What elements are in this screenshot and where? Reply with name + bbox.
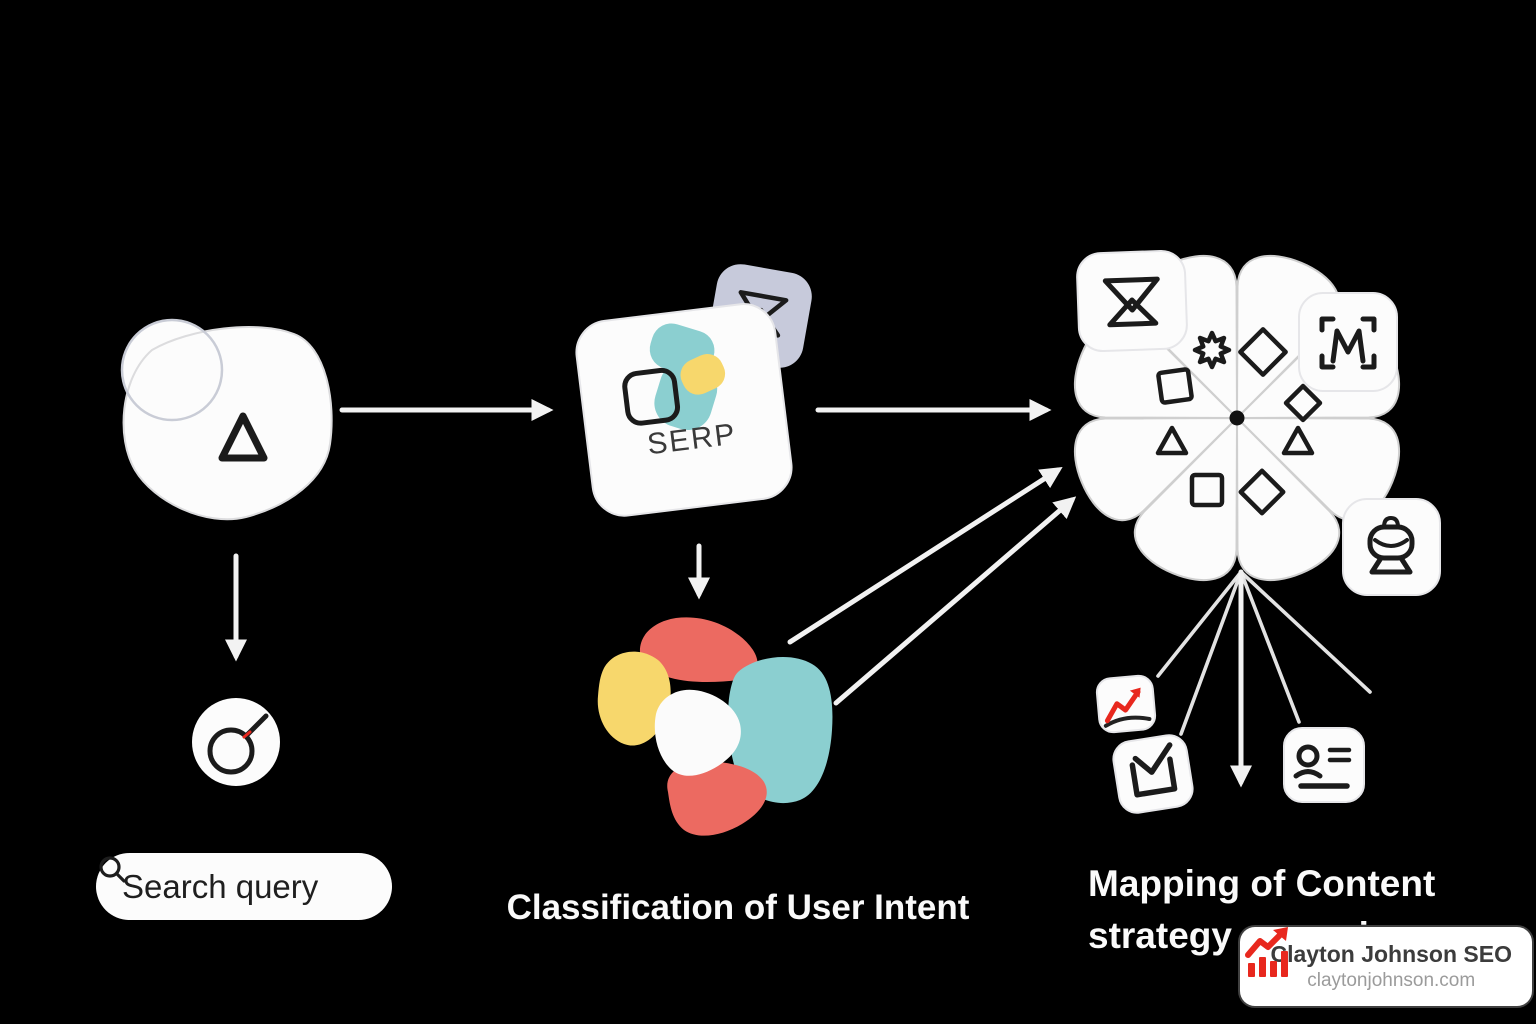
growth-chart-badge (1095, 674, 1157, 734)
brand-card[interactable]: Clayton Johnson SEO claytonjohnson.com (1240, 927, 1532, 1006)
magnifier-icon (99, 856, 126, 883)
mapping-fan-lines (1156, 569, 1372, 788)
caption-mapping: Mapping of Content strategymapping (1088, 858, 1536, 962)
pointer-circle-icon (192, 698, 280, 786)
intent-cluster-shapes (597, 617, 833, 836)
growth-chart-icon (1103, 687, 1152, 728)
arrow-intent-to-mapping-2 (833, 496, 1077, 706)
intent-blob-red-bottom (667, 761, 767, 836)
scan-frame-m-icon (1319, 316, 1377, 370)
petal-wheel (1060, 241, 1414, 595)
mail-check-badge (1112, 734, 1194, 814)
diamond-icon (1238, 468, 1286, 516)
contact-card-icon (1293, 744, 1352, 789)
caption-mapping-line1: Mapping of Content (1088, 863, 1436, 904)
search-query-label: Search query (122, 867, 319, 905)
frame-square-icon (622, 367, 681, 426)
triangle-icon (1281, 425, 1315, 456)
brand-domain: claytonjohnson.com (1307, 970, 1476, 991)
growth-chart-icon (1245, 927, 1288, 977)
square-icon (1156, 367, 1194, 405)
triangle-icon (1155, 425, 1189, 456)
yellow-blob-icon (680, 353, 726, 395)
rounded-triangle-icon (218, 412, 268, 462)
webcam-icon (1367, 516, 1415, 575)
flow-arrows (224, 398, 1077, 706)
intent-blob-white (654, 689, 741, 776)
brand-text: Clayton Johnson SEO claytonjohnson.com (1270, 941, 1512, 992)
diamond-icon (1283, 383, 1323, 423)
brand-name: Clayton Johnson SEO (1270, 941, 1512, 967)
blob-cluster-icon (122, 326, 333, 521)
arrow-intent-to-mapping-1 (787, 467, 1063, 645)
wheel-center-dot (1229, 410, 1245, 426)
envelope-badge (1076, 249, 1188, 353)
webcam-badge (1342, 498, 1441, 596)
petal-icons (1155, 327, 1323, 516)
scan-frame-m-badge (1298, 292, 1398, 392)
intent-blob-teal (728, 657, 833, 804)
intent-blob-yellow (597, 651, 671, 746)
diamond-icon (1238, 327, 1288, 377)
caption-classification: Classification of User Intent (506, 888, 970, 927)
intent-blob-red-top (639, 617, 758, 683)
square-icon (1189, 472, 1225, 508)
caption-word-strategy: strategy (1088, 915, 1232, 956)
mail-check-icon (1129, 742, 1178, 798)
serp-card (575, 303, 793, 517)
search-query-pill[interactable]: Search query (96, 853, 392, 920)
circle-outline-icon (120, 318, 224, 422)
burst-icon (1192, 330, 1232, 370)
query-blob-group (120, 318, 333, 521)
contact-card-badge (1283, 727, 1365, 803)
